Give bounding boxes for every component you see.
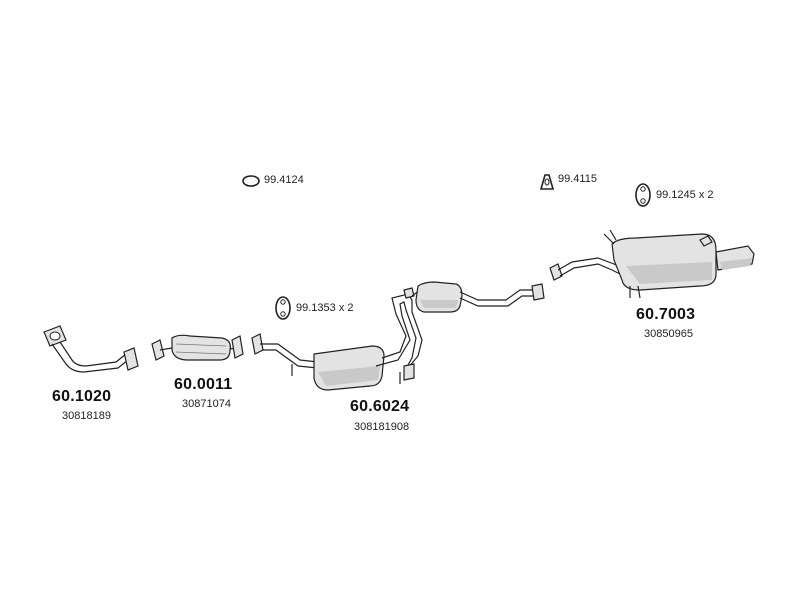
catalyst-part-number: 60.0011 [174, 376, 233, 393]
rubber-mount-icon [275, 296, 291, 320]
middle-silencer-drawing [251, 281, 545, 391]
rear-silencer-drawing [549, 229, 755, 299]
hanger-a-label: 99.4115 [558, 173, 597, 185]
front-pipe-ref-number: 30818189 [62, 410, 111, 422]
front-pipe-drawing [43, 325, 139, 373]
front-pipe-part-number: 60.1020 [52, 388, 112, 405]
catalyst-drawing [151, 334, 244, 361]
hanger-b-label: 99.1245 x 2 [656, 189, 714, 201]
middle-silencer-ref-number: 308181908 [354, 421, 410, 433]
catalyst-ref-number: 30871074 [182, 398, 231, 410]
rubber-hanger-icon [539, 174, 555, 190]
rubber-mount-icon [635, 183, 651, 207]
middle-silencer-part-number: 60.6024 [350, 398, 410, 415]
hanger-c-label: 99.1353 x 2 [296, 302, 354, 314]
ring-icon [242, 175, 260, 187]
rear-silencer-part-number: 60.7003 [636, 306, 696, 323]
rear-silencer-ref-number: 30850965 [644, 328, 693, 340]
ring-label: 99.4124 [264, 174, 304, 186]
